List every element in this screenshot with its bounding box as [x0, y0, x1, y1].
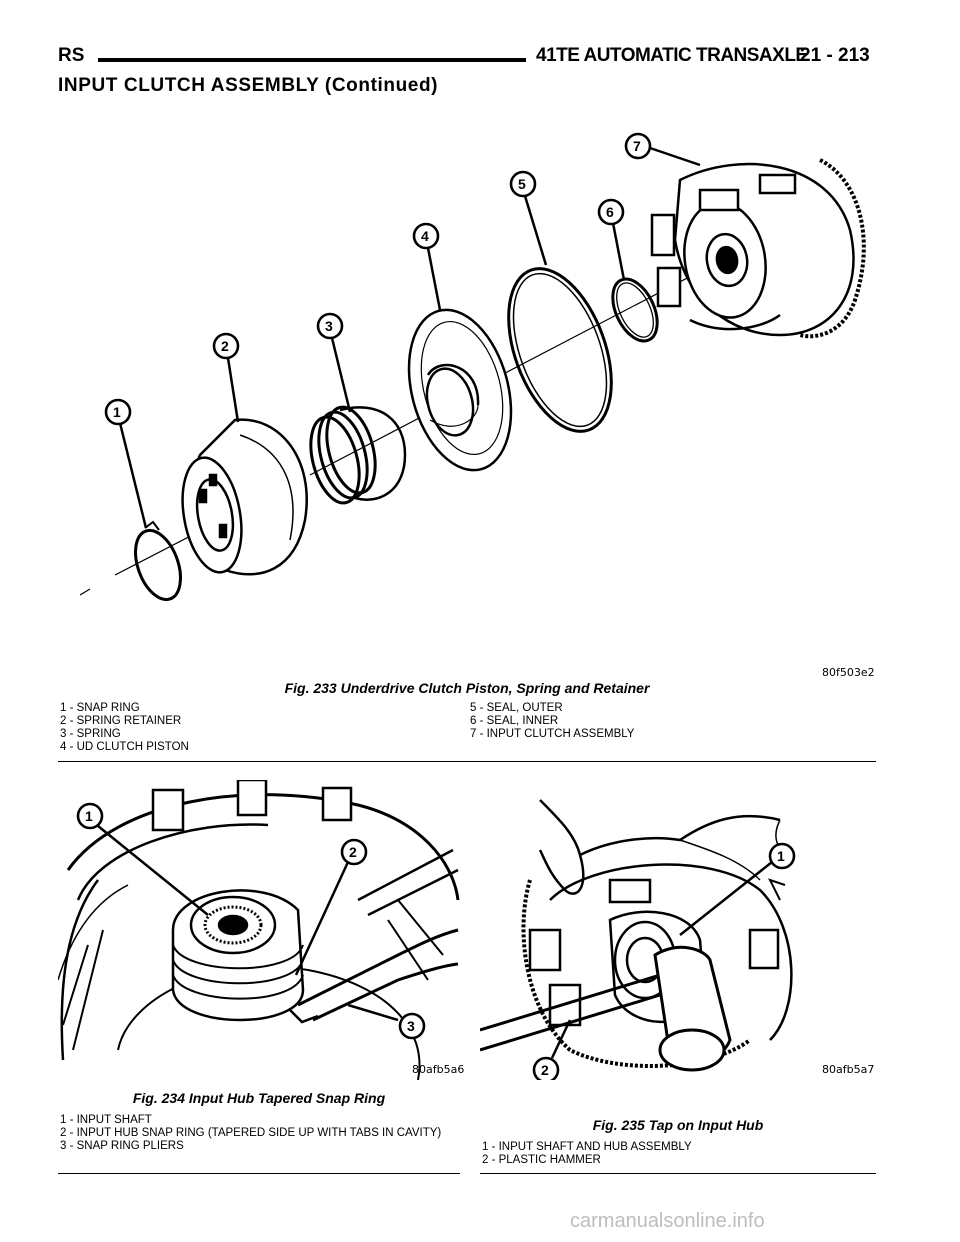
fig234-caption: Fig. 234 Input Hub Tapered Snap Ring — [132, 1090, 386, 1106]
fig234-legend: 1 - INPUT SHAFT 2 - INPUT HUB SNAP RING … — [60, 1114, 455, 1153]
fig234-illustration: 1 2 3 — [58, 780, 460, 1080]
legend-item: 4 - UD CLUTCH PISTON — [60, 741, 189, 753]
fig233-callout-7: 7 — [624, 132, 652, 160]
header-section-code: RS — [58, 45, 85, 66]
legend-item: 7 - INPUT CLUTCH ASSEMBLY — [470, 728, 635, 740]
legend-item: 2 - INPUT HUB SNAP RING (TAPERED SIDE UP… — [60, 1127, 442, 1139]
fig233-caption: Fig. 233 Underdrive Clutch Piston, Sprin… — [284, 680, 650, 696]
legend-item: 3 - SNAP RING PLIERS — [60, 1140, 184, 1152]
fig233-illustration: 1 2 3 4 5 6 7 — [79, 132, 866, 602]
fig234-bottom-rule — [58, 1173, 460, 1174]
spring-part — [309, 405, 407, 505]
fig233-callout-3: 3 — [316, 312, 344, 340]
svg-text:2: 2 — [541, 1062, 549, 1078]
fig235-caption: Fig. 235 Tap on Input Hub — [592, 1117, 764, 1133]
outer-seal-part — [507, 267, 613, 433]
fig233-legend-left: 1 - SNAP RING 2 - SPRING RETAINER 3 - SP… — [60, 702, 189, 754]
fig234-callout-2: 2 — [340, 838, 368, 866]
fig233-callout-6: 6 — [597, 198, 625, 226]
fig234-callout-1: 1 — [76, 802, 104, 830]
fig233-callout-5: 5 — [509, 170, 537, 198]
fig235-bottom-rule — [480, 1173, 876, 1174]
svg-text:2: 2 — [349, 844, 357, 860]
svg-text:4: 4 — [421, 228, 429, 244]
legend-item: 6 - SEAL, INNER — [470, 715, 559, 727]
svg-text:1: 1 — [113, 404, 121, 420]
fig233-legend-right: 5 - SEAL, OUTER 6 - SEAL, INNER 7 - INPU… — [470, 702, 634, 741]
fig233-art-code: 80f503e2 — [822, 666, 875, 679]
svg-text:3: 3 — [325, 318, 333, 334]
svg-text:7: 7 — [633, 138, 641, 154]
svg-text:3: 3 — [407, 1018, 415, 1034]
snap-ring-part — [134, 520, 182, 602]
ud-clutch-piston-part — [407, 308, 513, 472]
inner-seal-part — [611, 277, 659, 343]
fig233-callout-1: 1 — [104, 398, 132, 426]
header-page-number: 21 - 213 — [800, 45, 870, 66]
fig235-callout-2: 2 — [532, 1056, 560, 1080]
legend-item: 3 - SPRING — [60, 728, 121, 740]
svg-text:1: 1 — [85, 808, 93, 824]
fig235-callout-1: 1 — [768, 842, 796, 870]
svg-text:6: 6 — [606, 204, 614, 220]
header-title: 41TE AUTOMATIC TRANSAXLE — [536, 45, 808, 66]
fig235-illustration: 1 2 — [480, 799, 796, 1080]
svg-text:5: 5 — [518, 176, 526, 192]
fig234-callout-3: 3 — [398, 1012, 426, 1040]
fig235-legend: 1 - INPUT SHAFT AND HUB ASSEMBLY 2 - PLA… — [482, 1141, 692, 1167]
legend-item: 2 - PLASTIC HAMMER — [482, 1154, 601, 1166]
header-rule — [98, 58, 526, 62]
legend-item: 1 - INPUT SHAFT — [60, 1114, 152, 1126]
svg-text:2: 2 — [221, 338, 229, 354]
fig233-bottom-rule — [58, 761, 876, 762]
legend-item: 1 - INPUT SHAFT AND HUB ASSEMBLY — [482, 1141, 692, 1153]
fig233-callout-4: 4 — [412, 222, 440, 250]
fig234-art-code: 80afb5a6 — [412, 1063, 465, 1076]
section-title: INPUT CLUTCH ASSEMBLY (Continued) — [58, 75, 439, 96]
legend-item: 2 - SPRING RETAINER — [60, 715, 182, 727]
fig235-art-code: 80afb5a7 — [822, 1063, 875, 1076]
svg-text:1: 1 — [777, 848, 785, 864]
watermark: carmanualsonline.info — [570, 1210, 765, 1232]
legend-item: 1 - SNAP RING — [60, 702, 140, 714]
fig233-callout-2: 2 — [212, 332, 240, 360]
legend-item: 5 - SEAL, OUTER — [470, 702, 563, 714]
spring-retainer-part — [181, 418, 308, 576]
input-clutch-assembly-part — [650, 158, 866, 339]
